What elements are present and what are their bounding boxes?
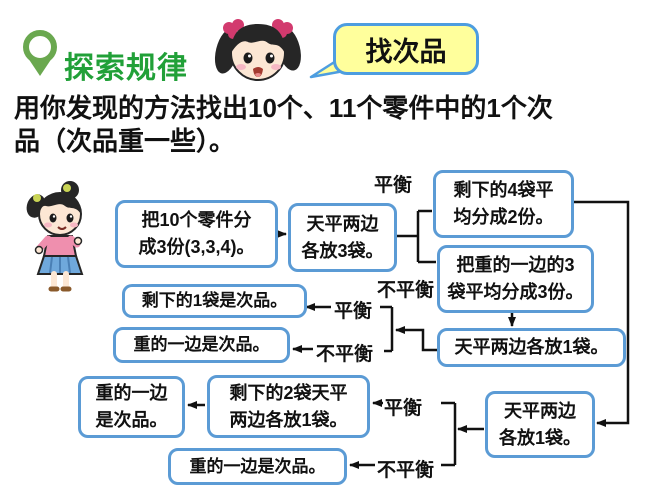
cartoon-girl-head [214, 19, 301, 81]
label-unbalanced-2: 不平衡 [316, 344, 374, 365]
location-pin-icon [23, 30, 57, 76]
problem-line-1: 用你发现的方法找出10个、11个零件中的1个次 [14, 93, 553, 123]
flow-box-heavy-side-is-defective-3: 重的一边是次品。 [168, 448, 347, 485]
speech-bubble-label: 找次品 [365, 36, 447, 67]
flow-box-heavy-side-3-split-3: 把重的一边的3 袋平均分成3份。 [437, 245, 594, 313]
flow-box-remaining-1-is-defective: 剩下的1袋是次品。 [122, 284, 307, 318]
label-balanced-1: 平衡 [374, 175, 413, 196]
flow-box-remaining-2-balance-1-each: 剩下的2袋天平 两边各放1袋。 [207, 375, 370, 438]
problem-statement: 用你发现的方法找出10个、11个零件中的1个次 品（次品重一些）。 [14, 92, 553, 158]
cartoon-girl-full [26, 181, 84, 292]
flow-box-heavy-side-is-defective-1: 重的一边是次品。 [113, 327, 290, 363]
speech-bubble: 找次品 [333, 23, 479, 75]
flow-box-remaining-4-split-2: 剩下的4袋平 均分成2份。 [433, 170, 574, 238]
label-unbalanced-3: 不平衡 [377, 460, 435, 481]
label-balanced-2: 平衡 [334, 301, 373, 322]
flow-box-heavy-side-is-defective-2: 重的一边 是次品。 [78, 376, 185, 438]
label-balanced-3: 平衡 [384, 398, 423, 419]
flow-box-balance-1-bag-each-2: 天平两边 各放1袋。 [485, 391, 595, 458]
flow-box-balance-3-bags-each: 天平两边 各放3袋。 [288, 203, 397, 272]
problem-line-2: 品（次品重一些）。 [14, 125, 236, 156]
label-unbalanced-1: 不平衡 [377, 280, 435, 301]
flow-box-split-10-into-3-groups: 把10个零件分 成3份(3,3,4)。 [115, 200, 278, 268]
section-title: 探索规律 [64, 52, 188, 85]
flow-box-balance-1-bag-each: 天平两边各放1袋。 [437, 328, 626, 367]
